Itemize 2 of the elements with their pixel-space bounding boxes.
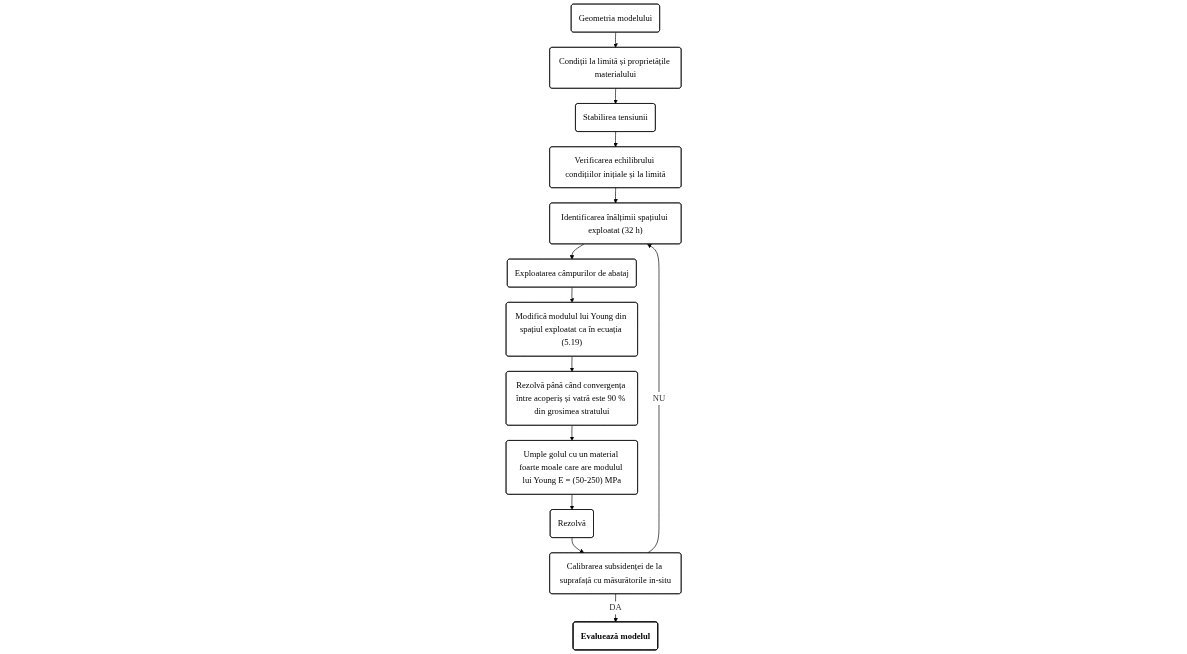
edge-label: NU xyxy=(652,393,666,404)
edge-label: DA xyxy=(609,602,622,613)
